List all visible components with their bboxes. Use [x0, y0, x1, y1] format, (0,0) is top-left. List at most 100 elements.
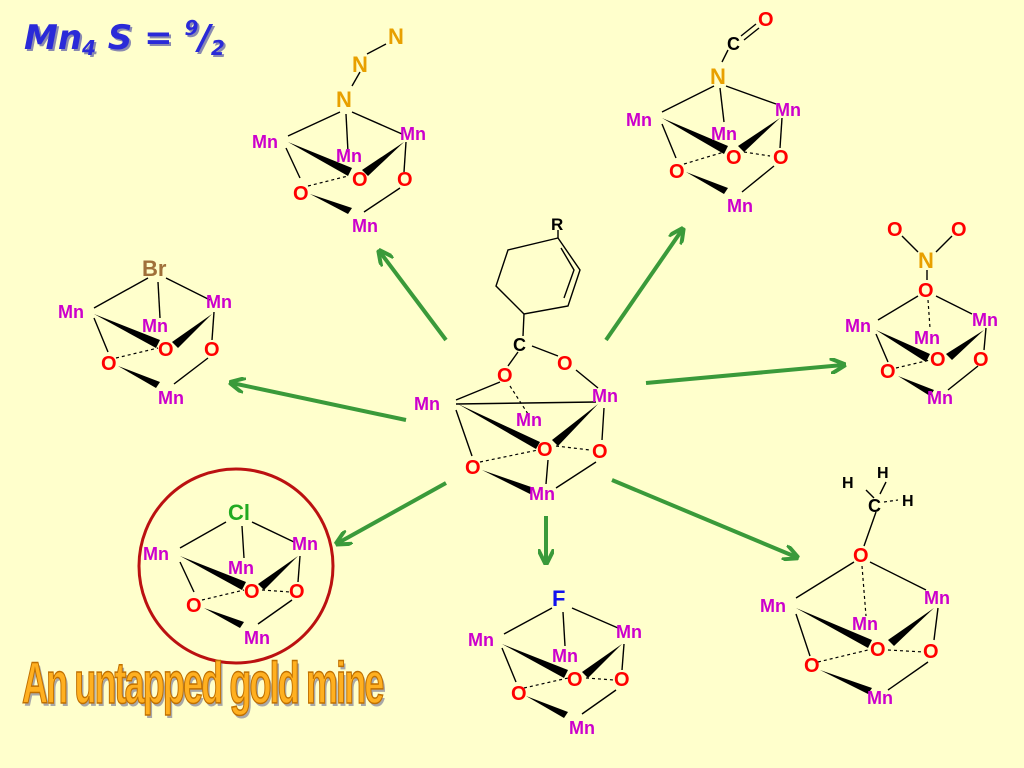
label-o: O: [887, 219, 903, 241]
mn-o-bond: [179, 561, 195, 593]
br-mn-bond: [165, 277, 211, 301]
o-mn-bottom-right: [555, 461, 597, 489]
cl-mn-bond: [241, 525, 245, 559]
cl-mn-bond: [251, 521, 295, 543]
label-mn: Mn: [569, 718, 595, 738]
c-o-bond: [743, 27, 760, 41]
methoxide-complex: H H H C O Mn Mn Mn O O O Mn: [760, 465, 950, 708]
label-o: O: [557, 353, 573, 375]
label-o: O: [204, 339, 220, 361]
dash: [927, 299, 931, 329]
nitrate-complex: O O N O Mn Mn Mn O O O Mn: [845, 219, 998, 408]
dash: [683, 151, 725, 165]
title-denominator: 2: [210, 36, 225, 60]
label-mn: Mn: [529, 484, 555, 504]
label-mn: Mn: [336, 146, 362, 166]
c-h-bond: [865, 489, 875, 499]
label-br: Br: [142, 256, 167, 281]
label-mn: Mn: [927, 388, 953, 408]
chloride-complex: Cl Mn Mn Mn O O O Mn: [143, 500, 318, 648]
wedge: [258, 556, 298, 590]
label-mn: Mn: [516, 410, 542, 430]
fluoride-complex: F Mn Mn Mn O O O Mn: [468, 586, 642, 738]
label-mn: Mn: [760, 596, 786, 616]
wedge-right: [552, 404, 598, 446]
o-mn-bond: [887, 661, 929, 691]
n-mn-bond: [287, 111, 341, 137]
reaction-arrows: [232, 230, 843, 562]
wedge: [94, 314, 160, 348]
label-o: O: [567, 669, 583, 691]
dash: [861, 565, 867, 617]
dash: [817, 649, 869, 663]
label-n: N: [388, 24, 404, 49]
label-mn: Mn: [158, 388, 184, 408]
mn-o-bond: [661, 123, 677, 159]
label-mn: Mn: [972, 310, 998, 330]
central-benzoate-complex: R C O O Mn Mn Mn O O O Mn: [414, 215, 618, 504]
label-o: O: [537, 439, 553, 461]
cl-mn-bond: [179, 521, 227, 549]
label-mn: Mn: [727, 196, 753, 216]
arrow-to-azide: [380, 252, 448, 342]
n-mn-bond: [719, 87, 725, 123]
tagline-gold-mine: An untapped gold mine: [22, 650, 385, 717]
mn-o-bond: [795, 613, 811, 657]
wedge: [172, 314, 212, 348]
label-h: H: [902, 493, 914, 510]
label-mn: Mn: [867, 688, 893, 708]
label-mn: Mn: [468, 630, 494, 650]
o-n-bond: [935, 235, 953, 253]
dash: [743, 151, 771, 157]
arrow-to-nitrate: [645, 365, 843, 385]
label-mn: Mn: [592, 386, 618, 406]
mn-o-bond: [779, 117, 783, 149]
label-mn: Mn: [552, 646, 578, 666]
wedge: [796, 608, 872, 648]
o-o-dash: [479, 449, 539, 463]
label-o: O: [186, 595, 202, 617]
c-o2-bond: [531, 345, 559, 357]
wedge: [686, 172, 728, 194]
label-n: N: [710, 64, 726, 89]
slide-title: Mn4 S = 9/2: [24, 16, 225, 60]
label-o: O: [923, 641, 939, 663]
label-o: O: [669, 161, 685, 183]
label-mn: Mn: [400, 124, 426, 144]
c-o-bond: [740, 23, 757, 37]
mn-o-bond: [501, 647, 517, 683]
mn-o-left: [455, 409, 473, 457]
mn-o-bond: [621, 643, 625, 671]
wedge: [946, 330, 984, 360]
n-mn-bond: [351, 111, 403, 135]
label-o: O: [853, 545, 869, 567]
o-mn-bond: [877, 295, 919, 321]
arrow-to-chloride: [338, 481, 447, 543]
title-equals: S =: [95, 18, 185, 58]
arrow-to-cyanate: [604, 230, 682, 342]
label-mn: Mn: [206, 292, 232, 312]
dash: [585, 677, 615, 681]
wedge: [820, 670, 872, 694]
label-o: O: [397, 169, 413, 191]
ring-inner-bonds: [560, 247, 575, 299]
label-mn: Mn: [228, 558, 254, 578]
title-mn: Mn: [24, 18, 83, 58]
label-o: O: [289, 581, 305, 603]
label-o: O: [726, 147, 742, 169]
mn-o-right: [601, 407, 605, 441]
label-n: N: [352, 52, 368, 77]
label-o: O: [497, 365, 513, 387]
c-h-hash: [883, 499, 899, 503]
arrow-to-bromide: [232, 383, 407, 422]
label-o: O: [101, 353, 117, 375]
o-mn-bond: [869, 561, 927, 591]
azide-complex: N N N Mn Mn Mn O O O Mn: [252, 24, 426, 236]
f-mn-bond: [571, 607, 619, 629]
label-o: O: [870, 639, 886, 661]
label-o: O: [592, 441, 608, 463]
label-mn: Mn: [244, 628, 270, 648]
o-mn-bond: [581, 689, 617, 715]
